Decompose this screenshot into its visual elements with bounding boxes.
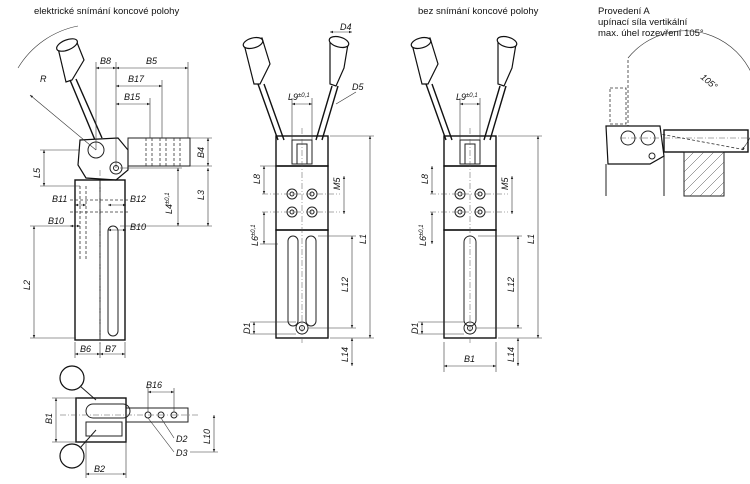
- dim-B1-front: B1: [464, 354, 475, 364]
- dim-M5: M5: [332, 177, 342, 190]
- dim-B10-right: B10: [130, 222, 146, 232]
- dim-L8: L8: [252, 174, 262, 184]
- dim-B12: B12: [130, 194, 146, 204]
- dim-L6-2: L6±0,1: [418, 224, 428, 246]
- dim-L6: L6±0,1: [250, 224, 260, 246]
- dim-L5: L5: [32, 167, 42, 178]
- dim-L12-2: L12: [506, 277, 516, 292]
- version-a-head: [605, 125, 665, 165]
- dim-L9-2: L9±0,1: [456, 92, 478, 102]
- dim-L3: L3: [196, 190, 206, 200]
- dim-L2: L2: [22, 280, 32, 290]
- dim-angle: 105°: [699, 72, 720, 92]
- dim-L10: L10: [202, 429, 212, 444]
- side-view-electric: R B8 B5 B17 B15 B4 L3 L4±0,1 L5: [17, 25, 212, 358]
- dim-L1: L1: [358, 234, 368, 244]
- workpiece: [683, 151, 725, 197]
- dim-L8-2: L8: [420, 174, 430, 184]
- dim-L9: L9±0,1: [288, 92, 310, 102]
- dim-B11: B11: [52, 194, 67, 204]
- front-view-plain: L9±0,1 L8 M5 L6±0,1 L1 L12 D1 L14 B1: [410, 35, 542, 372]
- dim-D3: D3: [176, 448, 188, 458]
- dim-L4: L4±0,1: [164, 192, 174, 214]
- heading-right-3: max. úhel rozevření 105°: [598, 28, 704, 39]
- dim-B17: B17: [128, 74, 145, 84]
- dim-L14: L14: [340, 347, 350, 362]
- dim-B1-top: B1: [44, 413, 54, 424]
- dim-B15: B15: [124, 92, 141, 102]
- dim-B5: B5: [146, 56, 158, 66]
- dim-B10-left: B10: [48, 216, 64, 226]
- dim-M5-2: M5: [500, 177, 510, 190]
- version-a-view: 105°: [605, 30, 750, 197]
- heading-left: elektrické snímání koncové polohy: [34, 6, 179, 17]
- dim-B6: B6: [80, 344, 91, 354]
- front-view-electric: D4 D5 L9±0,1 L8 M5 L6±0,1 L1 L12 D1: [242, 22, 374, 366]
- dim-L12: L12: [340, 277, 350, 292]
- heading-right-2: upínací síla vertikální: [598, 17, 688, 28]
- dim-D4: D4: [340, 22, 352, 32]
- heading-middle: bez snímání koncové polohy: [418, 6, 539, 17]
- dim-B4: B4: [196, 147, 206, 158]
- top-body: [75, 397, 127, 443]
- dim-D1-2: D1: [410, 322, 420, 334]
- knob-top: [59, 365, 85, 391]
- dim-D5: D5: [352, 82, 364, 92]
- top-view: B1 B16 D2 D3 L10 B2: [44, 365, 218, 478]
- dim-L1-2: L1: [526, 234, 536, 244]
- dim-B7: B7: [105, 344, 117, 354]
- dim-D1: D1: [242, 322, 252, 334]
- heading-right-1: Provedení A: [598, 6, 650, 17]
- dim-D2: D2: [176, 434, 188, 444]
- dim-B2: B2: [94, 464, 105, 474]
- dim-B8: B8: [100, 56, 111, 66]
- knob-bottom: [59, 443, 85, 469]
- dim-L14-2: L14: [506, 347, 516, 362]
- dim-B16: B16: [146, 380, 162, 390]
- lever-head: [77, 137, 129, 181]
- dim-R: R: [40, 74, 47, 84]
